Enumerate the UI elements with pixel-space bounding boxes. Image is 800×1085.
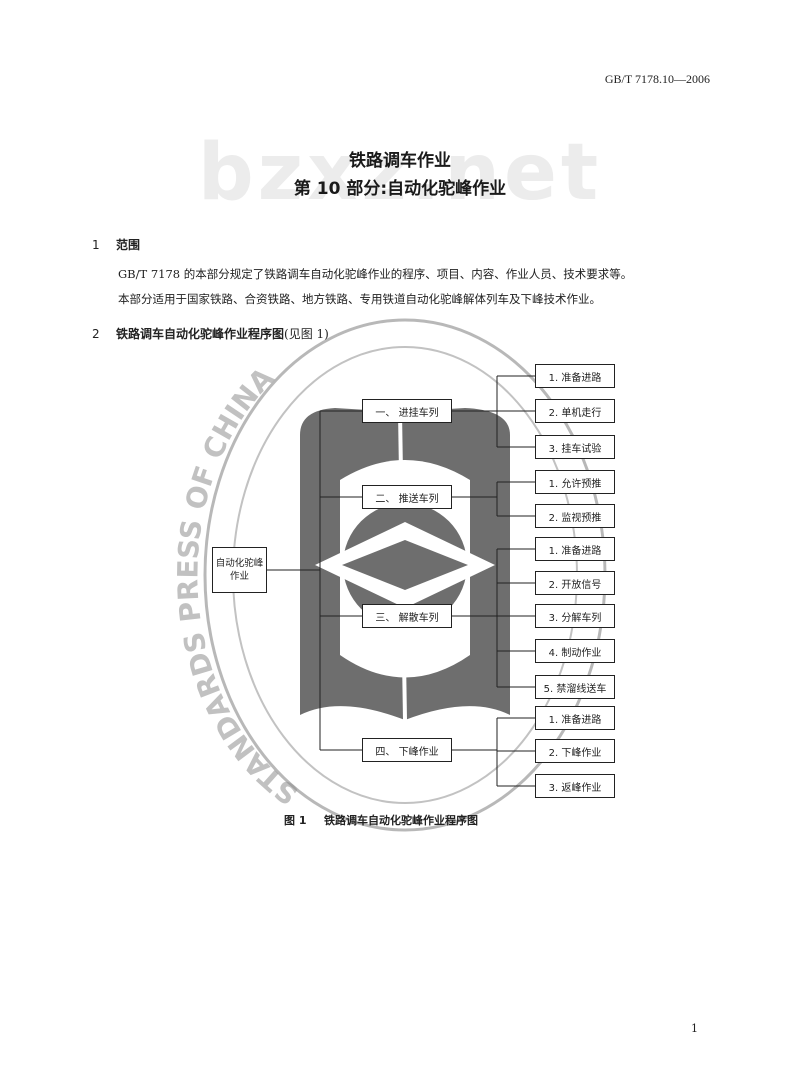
stage-4-box: 四、 下峰作业 [362,738,452,762]
section-1-heading: 1 范围 [92,236,140,253]
emblem-graphic [300,408,510,721]
figure-title: 铁路调车自动化驼峰作业程序图 [324,814,478,827]
figure-reference: (见图 1) [284,327,329,341]
page-number: 1 [691,1022,698,1035]
step-box: 1. 准备进路 [535,706,615,730]
stage-3-box: 三、 解散车列 [362,604,452,628]
step-box: 2. 监视预推 [535,504,615,528]
stage-1-box: 一、 进挂车列 [362,399,452,423]
stage-2-box: 二、 推送车列 [362,485,452,509]
step-box: 3. 分解车列 [535,604,615,628]
step-box: 5. 禁溜线送车 [535,675,615,699]
step-box: 3. 挂车试验 [535,435,615,459]
section-title: 范围 [116,238,141,252]
step-box: 2. 开放信号 [535,571,615,595]
section-2-heading: 2 铁路调车自动化驼峰作业程序图(见图 1) [92,325,329,342]
step-box: 4. 制动作业 [535,639,615,663]
scope-paragraph-2: 本部分适用于国家铁路、合资铁路、地方铁路、专用铁道自动化驼峰解体列车及下峰技术作… [118,292,601,306]
step-box: 2. 单机走行 [535,399,615,423]
step-box: 1. 准备进路 [535,537,615,561]
step-box: 1. 允许预推 [535,470,615,494]
document-subtitle: 第 10 部分:自动化驼峰作业 [293,179,507,199]
standard-code: GB/T 7178.10—2006 [604,72,710,86]
document-title: 铁路调车作业 [349,151,451,171]
connector-lines [267,375,535,787]
figure-number: 图 1 [284,814,307,827]
step-box: 2. 下峰作业 [535,739,615,763]
root-process-box: 自动化驼峰作业 [212,547,267,593]
watermark: bzxz.net [197,128,603,218]
section-number: 2 [92,327,100,341]
step-box: 1. 准备进路 [535,364,615,388]
section-number: 1 [92,238,100,252]
section-title: 铁路调车自动化驼峰作业程序图 [116,327,285,341]
scope-paragraph-1: GB/T 7178 的本部分规定了铁路调车自动化驼峰作业的程序、项目、内容、作业… [118,267,633,281]
step-box: 3. 返峰作业 [535,774,615,798]
figure-caption: 图 1 铁路调车自动化驼峰作业程序图 [284,812,478,828]
